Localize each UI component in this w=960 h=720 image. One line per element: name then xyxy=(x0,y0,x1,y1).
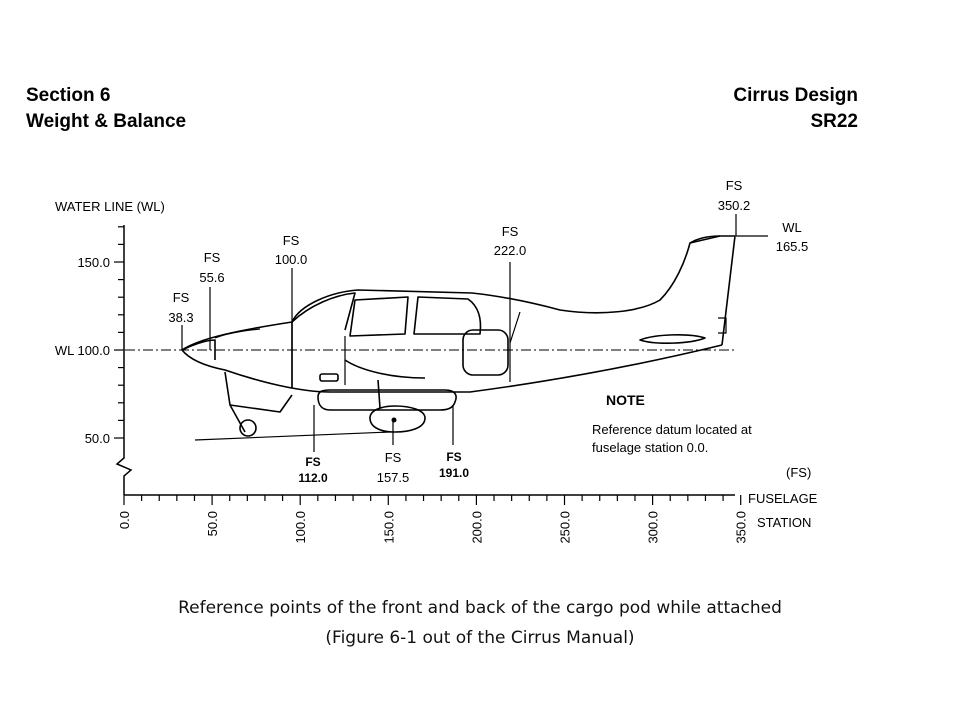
x-axis-unit: (FS) xyxy=(786,465,811,480)
note-heading: NOTE xyxy=(606,392,645,408)
x-tick-label: 0.0 xyxy=(117,511,132,529)
note-line-2: fuselage station 0.0. xyxy=(592,440,708,455)
fs-100-label-value: 100.0 xyxy=(275,252,308,267)
fs-191-label-value: 191.0 xyxy=(439,466,469,480)
y-axis-minor-ticks xyxy=(114,226,124,439)
x-tick-label: 250.0 xyxy=(558,511,573,544)
fs-191-label-prefix: FS xyxy=(446,450,461,464)
x-tick-label: 300.0 xyxy=(646,511,661,544)
fs-112-label-value: 112.0 xyxy=(298,471,328,485)
section-label: Section 6 xyxy=(26,85,110,106)
caption-line-2: (Figure 6-1 out of the Cirrus Manual) xyxy=(325,628,635,648)
fs-38-label-value: 38.3 xyxy=(168,310,193,325)
fs-100-label-prefix: FS xyxy=(283,233,300,248)
fs-350-label-value: 350.2 xyxy=(718,198,751,213)
x-axis-ticks xyxy=(123,495,742,505)
x-axis-tick-labels: 0.0 50.0 100.0 150.0 200.0 250.0 300.0 350.0 xyxy=(117,511,749,544)
fs-157-label-prefix: FS xyxy=(385,450,402,465)
manufacturer-label: Cirrus Design xyxy=(733,85,858,106)
main-wheel-hub xyxy=(391,417,397,423)
note-line-1: Reference datum located at xyxy=(592,422,752,437)
x-axis-title-line1: FUSELAGE xyxy=(748,491,818,506)
x-tick-label: 50.0 xyxy=(205,511,220,536)
y-tick-label: WL 100.0 xyxy=(55,343,110,358)
x-tick-label: 350.0 xyxy=(734,511,749,544)
fs-222-label-prefix: FS xyxy=(502,224,519,239)
y-tick-label: 150.0 xyxy=(77,255,110,270)
y-axis-tick-labels: 150.0 WL 100.0 50.0 xyxy=(55,255,110,446)
x-tick-label: 200.0 xyxy=(469,511,484,544)
nose-wheel xyxy=(239,419,257,437)
fs-112-label-prefix: FS xyxy=(305,455,320,469)
y-axis-line xyxy=(115,225,133,495)
model-label: SR22 xyxy=(810,111,858,132)
fs-222-label-value: 222.0 xyxy=(494,243,527,258)
fs-157-label-value: 157.5 xyxy=(377,470,410,485)
x-tick-label: 100.0 xyxy=(293,511,308,544)
x-axis-title-line2: STATION xyxy=(757,515,811,530)
aircraft-silhouette xyxy=(181,235,736,441)
wl-165-label-value: 165.5 xyxy=(776,239,809,254)
cargo-pod xyxy=(317,389,457,411)
y-axis-title: WATER LINE (WL) xyxy=(55,199,165,214)
fs-55-label-prefix: FS xyxy=(204,250,221,265)
fs-350-label-prefix: FS xyxy=(726,178,743,193)
y-tick-label: 50.0 xyxy=(85,431,110,446)
section-subtitle: Weight & Balance xyxy=(26,111,186,132)
station-leader-lines xyxy=(181,214,768,452)
caption-line-1: Reference points of the front and back o… xyxy=(178,598,782,618)
fs-55-label-value: 55.6 xyxy=(199,270,224,285)
fs-38-label-prefix: FS xyxy=(173,290,190,305)
wl-165-label-prefix: WL xyxy=(782,220,802,235)
x-tick-label: 150.0 xyxy=(381,511,396,544)
